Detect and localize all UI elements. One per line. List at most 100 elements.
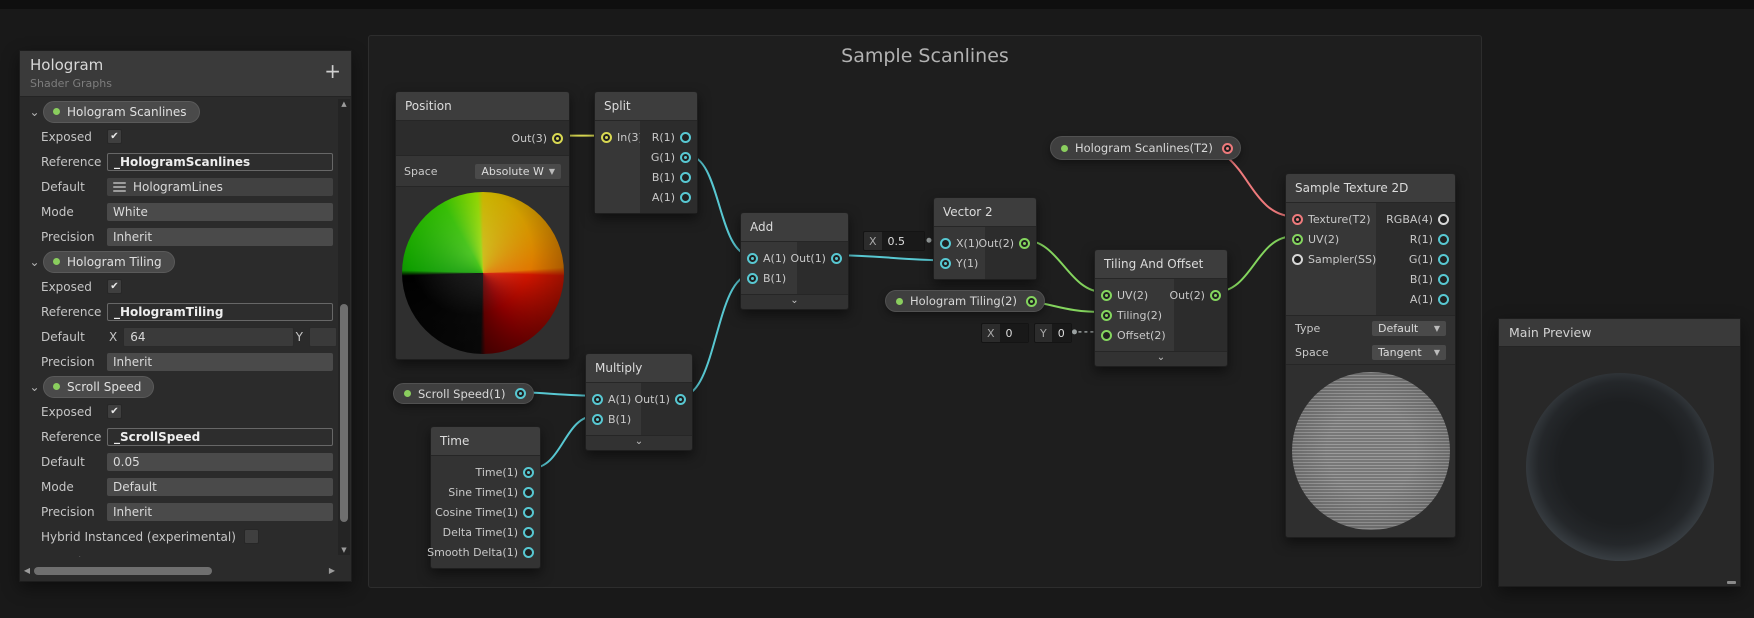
default-texture-field[interactable]: HologramLines [107,177,333,196]
port-add-b[interactable] [747,272,758,284]
property-pill-hologram-tiling[interactable]: Hologram Tiling [43,250,175,273]
scroll-left-icon[interactable]: ◀ [23,566,31,575]
scroll-down-icon[interactable]: ▼ [341,546,347,554]
port-sample-texture[interactable] [1292,213,1303,225]
reference-field[interactable]: _HologramScanlines [107,152,333,171]
port-vector2-out[interactable] [1019,237,1030,249]
chevron-down-icon[interactable]: ⌄ [29,254,40,269]
vector2-x-default-field[interactable]: X 0.5 [863,231,925,251]
node-collapse-chevron-icon[interactable]: ⌄ [1095,351,1227,366]
port-split-a[interactable] [679,191,691,203]
main-preview-title[interactable]: Main Preview [1499,319,1740,347]
port-sample-g[interactable] [1437,253,1449,265]
port-split-in3[interactable] [601,131,612,143]
node-tiling-and-offset[interactable]: Tiling And Offset UV(2) Tiling(2) Offset… [1094,249,1228,367]
port-add-out[interactable] [830,252,842,264]
port-tiling-out[interactable] [1209,289,1221,301]
port-multiply-out[interactable] [674,393,686,405]
exposed-checkbox[interactable]: ✔ [107,404,122,419]
field-value[interactable]: 0 [999,324,1028,342]
offset-y-default-field[interactable]: Y 0 [1034,323,1072,343]
node-multiply[interactable]: Multiply A(1) B(1) Out(1) [585,353,693,451]
node-position[interactable]: Position Out(3) Space Absolute W ▼ [395,91,570,360]
field-value[interactable]: 0.5 [881,232,924,250]
port-tiling-offset[interactable] [1101,329,1112,341]
hybrid-instanced-checkbox[interactable] [243,529,259,544]
node-title[interactable]: Position [396,92,569,121]
port-hologram-tiling-out[interactable] [1025,295,1037,307]
node-title[interactable]: Vector 2 [934,198,1036,227]
node-title[interactable]: Split [595,92,697,121]
port-tiling-tiling[interactable] [1101,309,1112,321]
port-sample-b[interactable] [1437,273,1449,285]
resize-grip[interactable] [1727,581,1736,584]
port-position-out3[interactable] [552,132,563,144]
precision-field[interactable]: Inherit [107,352,333,371]
port-hologram-scanlines-out[interactable] [1221,142,1233,154]
port-split-r[interactable] [679,131,691,143]
port-time-smooth[interactable] [523,546,534,558]
port-sample-sampler[interactable] [1292,253,1303,265]
field-value[interactable]: 0 [1051,324,1071,342]
scroll-right-icon[interactable]: ▶ [328,566,336,575]
chevron-down-icon[interactable]: ⌄ [29,104,40,119]
pill-scroll-speed[interactable]: Scroll Speed(1) [393,383,534,404]
port-time-delta[interactable] [523,526,534,538]
exposed-checkbox[interactable]: ✔ [107,279,122,294]
node-title[interactable]: Sample Texture 2D [1286,174,1455,203]
node-vector2[interactable]: Vector 2 X(1) Y(1) Out(2) [933,197,1037,280]
port-split-g[interactable] [679,151,691,163]
node-collapse-chevron-icon[interactable]: ⌄ [586,435,692,450]
node-sample-texture-2d[interactable]: Sample Texture 2D Texture(T2) UV(2) Samp… [1285,173,1456,538]
mode-field[interactable]: White [107,202,333,221]
port-vector2-y[interactable] [940,257,951,269]
node-title[interactable]: Tiling And Offset [1095,250,1227,279]
space-dropdown[interactable]: Tangent ▼ [1372,344,1446,360]
pill-hologram-scanlines[interactable]: Hologram Scanlines(T2) [1050,136,1241,160]
graph-canvas[interactable]: Sample Scanlines Position Out(3) [368,35,1482,588]
precision-field[interactable]: Inherit [107,502,333,521]
node-time[interactable]: Time Time(1) Sine Time(1) Cosine Time(1)… [427,426,541,569]
add-property-button[interactable]: + [324,59,341,83]
blackboard-header[interactable]: Hologram Shader Graphs + [20,51,351,97]
wire-add-to-vector2-y[interactable] [837,254,943,262]
port-scroll-speed-out[interactable] [514,388,526,399]
reference-field[interactable]: _HologramTiling [107,302,333,321]
port-time-time[interactable] [523,466,534,478]
default-value-field[interactable]: 0.05 [107,452,333,471]
node-add[interactable]: Add A(1) B(1) Out(1) [740,212,849,310]
port-sample-a[interactable] [1437,293,1449,305]
port-multiply-b[interactable] [592,413,603,425]
port-time-cosine[interactable] [523,506,534,518]
node-title[interactable]: Time [431,427,540,456]
precision-field[interactable]: Inherit [107,227,333,246]
default-y-field[interactable] [309,326,337,347]
port-sample-rgba[interactable] [1437,213,1449,225]
mode-field[interactable]: Default [107,477,333,496]
horizontal-scroll-thumb[interactable] [34,567,212,575]
node-title[interactable]: Multiply [586,354,692,383]
scroll-up-icon[interactable]: ▲ [341,100,347,108]
blackboard-panel[interactable]: Hologram Shader Graphs + ⌄ Hologram Scan… [19,50,352,582]
space-dropdown[interactable]: Absolute W ▼ [475,163,561,179]
port-vector2-x[interactable] [940,237,951,249]
main-preview-panel[interactable]: Main Preview [1498,318,1741,587]
vertical-scrollbar[interactable]: ▲ ▼ [338,99,350,555]
port-tiling-uv[interactable] [1101,289,1112,301]
type-dropdown[interactable]: Default ▼ [1372,320,1446,336]
node-collapse-chevron-icon[interactable]: ⌄ [741,294,848,309]
chevron-down-icon[interactable]: ⌄ [29,379,40,394]
port-sample-uv[interactable] [1292,233,1303,245]
vertical-scroll-thumb[interactable] [340,304,348,522]
property-pill-scroll-speed[interactable]: Scroll Speed [43,375,155,398]
exposed-checkbox[interactable]: ✔ [107,129,122,144]
node-split[interactable]: Split In(3) R(1) G(1) [594,91,698,214]
port-add-a[interactable] [747,252,758,264]
default-x-field[interactable]: 64 [123,326,294,347]
port-sample-r[interactable] [1437,233,1449,245]
horizontal-scrollbar[interactable]: ◀ ▶ [22,564,337,578]
port-multiply-a[interactable] [592,393,603,405]
pill-hologram-tiling[interactable]: Hologram Tiling(2) [885,290,1045,312]
port-time-sine[interactable] [523,486,534,498]
property-pill-hologram-scanlines[interactable]: Hologram Scanlines [43,100,200,123]
